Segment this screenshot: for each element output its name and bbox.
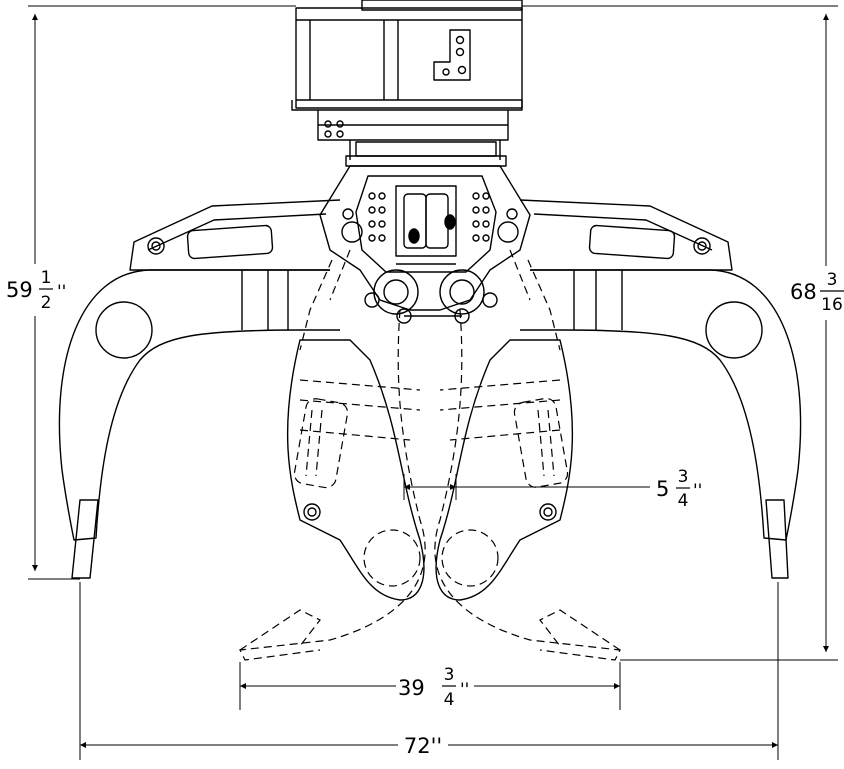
svg-text:3: 3 — [678, 467, 689, 487]
svg-text:5: 5 — [656, 477, 669, 501]
svg-text:68: 68 — [790, 280, 817, 304]
svg-text:2: 2 — [41, 293, 52, 313]
outer-jaw-right — [520, 269, 802, 579]
outer-jaw-left — [58, 269, 340, 579]
svg-text:3: 3 — [444, 665, 455, 685]
inner-jaw-right — [435, 339, 574, 601]
head-plate — [319, 165, 531, 324]
svg-text:'': '' — [693, 481, 702, 501]
dimension-lines — [28, 5, 838, 760]
dim-right-height: 68 3 16 — [788, 266, 844, 320]
svg-text:16: 16 — [821, 295, 843, 315]
rotator-housing — [291, 0, 523, 167]
svg-text:1: 1 — [41, 268, 52, 288]
upper-arm-right — [519, 199, 733, 271]
svg-text:4: 4 — [444, 690, 455, 710]
hidden-lines — [239, 249, 621, 661]
dim-tine-span: 39 3 4 '' — [398, 665, 469, 710]
dim-jaw-gap: 5 3 4 '' — [656, 467, 702, 511]
dim-left-height: 59 1 2 '' — [4, 264, 70, 316]
inner-jaw-left — [286, 339, 425, 601]
svg-text:39: 39 — [398, 676, 425, 700]
svg-text:'': '' — [57, 282, 66, 302]
svg-text:'': '' — [460, 680, 469, 700]
upper-arm-left — [129, 199, 341, 271]
svg-text:72'': 72'' — [404, 734, 442, 758]
svg-text:3: 3 — [827, 270, 838, 290]
svg-text:59: 59 — [6, 278, 33, 302]
svg-text:4: 4 — [678, 491, 689, 511]
dim-overall-width: 72'' — [404, 734, 442, 758]
